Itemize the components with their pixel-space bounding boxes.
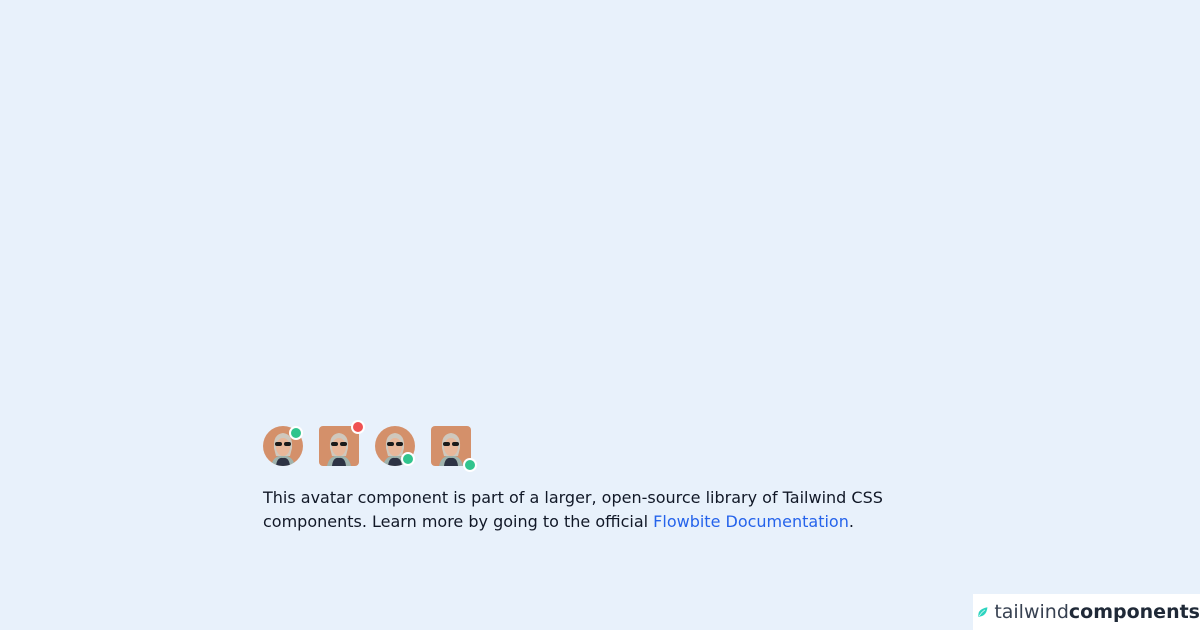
status-offline-indicator (351, 420, 365, 434)
avatar[interactable] (431, 426, 477, 472)
status-online-indicator (289, 426, 303, 440)
flowbite-docs-link[interactable]: Flowbite Documentation (653, 512, 849, 531)
leaf-icon (978, 607, 988, 617)
brand-bold: components (1068, 601, 1200, 623)
description-suffix: . (848, 512, 854, 531)
status-online-indicator (463, 458, 477, 472)
status-online-indicator (401, 452, 415, 466)
description-text: This avatar component is part of a large… (263, 488, 883, 531)
avatar-group (263, 420, 477, 472)
avatar[interactable] (319, 420, 365, 466)
tailwindcomponents-logo[interactable]: tailwindcomponents (973, 594, 1200, 630)
brand-light: tailwind (994, 601, 1069, 623)
description: This avatar component is part of a large… (263, 486, 923, 534)
avatar[interactable] (263, 426, 303, 466)
avatar[interactable] (375, 426, 415, 466)
